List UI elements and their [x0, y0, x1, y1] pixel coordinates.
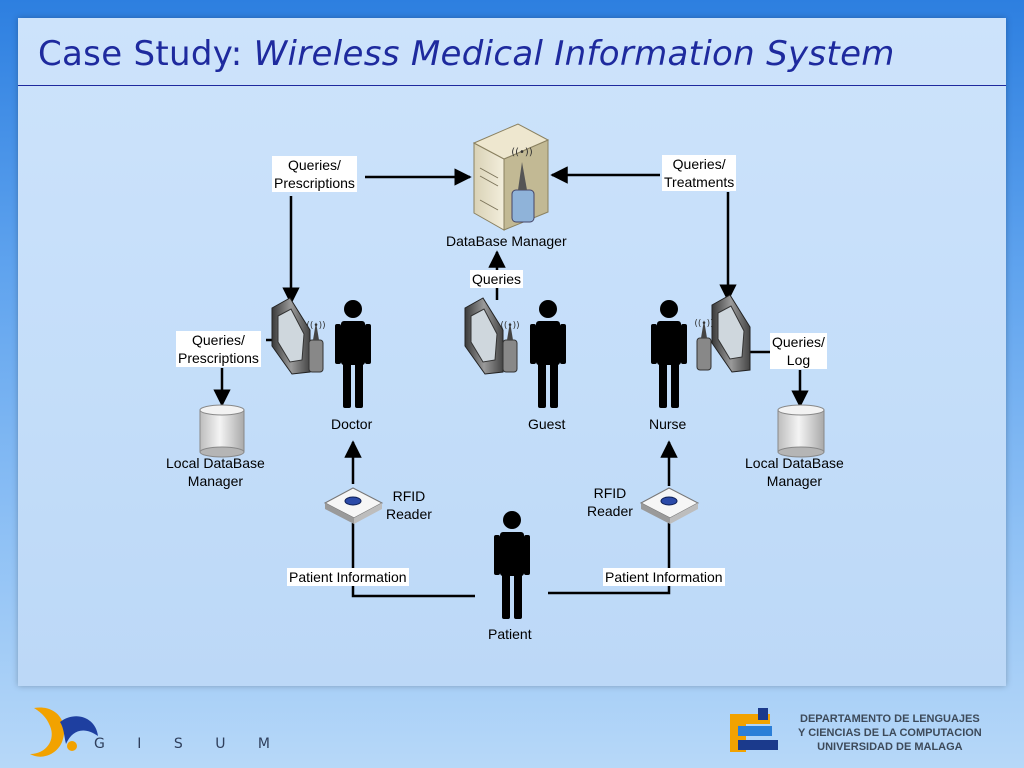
arrows [213, 166, 809, 598]
pda-doctor-icon: ((•)) [271, 297, 326, 375]
svg-text:((•)): ((•)) [500, 321, 519, 331]
nurse-label: Nurse [649, 416, 687, 432]
department-line3: UNIVERSIDAD DE MALAGA [817, 741, 963, 753]
patient-info-left-label: Patient Information [287, 568, 409, 586]
rfid-right-line1: RFID [593, 485, 627, 501]
local-db-left-line1: Local DataBase [166, 455, 265, 471]
patient-person-icon [494, 511, 530, 619]
left-top-label-line2: Prescriptions [274, 175, 355, 191]
doctor-person-icon [335, 300, 371, 408]
rfid-right-label: RFID Reader [587, 484, 633, 520]
right-side-label-line2: Log [786, 352, 811, 368]
database-cylinder-left-icon [199, 404, 245, 458]
department-text: DEPARTAMENTO DE LENGUAJES Y CIENCIAS DE … [798, 712, 982, 754]
left-top-label-line1: Queries/ [288, 157, 341, 173]
queries-label: Queries [470, 270, 524, 288]
patient-label: Patient [488, 626, 532, 642]
title-prefix: Case Study: [38, 34, 254, 74]
rfid-left-line1: RFID [392, 488, 426, 504]
gisum-logo-text: G I S U M [94, 736, 284, 752]
right-side-label-line1: Queries/ [772, 334, 825, 350]
gisum-logo-icon [30, 707, 98, 757]
slide-title: Case Study: Wireless Medical Information… [38, 34, 895, 74]
nurse-person-icon [651, 300, 687, 408]
title-italic: Wireless Medical Information System [253, 34, 895, 74]
left-side-label: Queries/ Prescriptions [176, 331, 261, 367]
department-line1: DEPARTAMENTO DE LENGUAJES [800, 713, 980, 725]
rfid-left-line2: Reader [386, 506, 432, 522]
guest-person-icon [530, 300, 566, 408]
patient-info-right-label: Patient Information [603, 568, 725, 586]
pda-guest-icon: ((•)) [464, 297, 520, 375]
svg-text:((•)): ((•)) [694, 319, 713, 329]
right-side-label: Queries/ Log [770, 333, 827, 369]
left-top-label: Queries/ Prescriptions [272, 156, 357, 192]
title-divider [18, 85, 1006, 86]
local-db-left-label: Local DataBase Manager [166, 454, 265, 490]
left-side-label-line2: Prescriptions [178, 350, 259, 366]
left-side-label-line1: Queries/ [192, 332, 245, 348]
local-db-left-line2: Manager [187, 473, 244, 489]
line-patient-right [548, 523, 671, 595]
department-line2: Y CIENCIAS DE LA COMPUTACION [798, 727, 982, 739]
right-top-label-line1: Queries/ [672, 156, 726, 172]
right-top-label-line2: Treatments [664, 174, 735, 190]
server-label: DataBase Manager [446, 233, 567, 249]
database-cylinder-right-icon [777, 404, 825, 458]
local-db-right-label: Local DataBase Manager [745, 454, 844, 490]
svg-text:((•)): ((•)) [306, 321, 325, 331]
guest-label: Guest [528, 416, 566, 432]
doctor-label: Doctor [331, 416, 373, 432]
rfid-reader-right-icon [639, 487, 700, 524]
local-db-right-line2: Manager [766, 473, 823, 489]
local-db-right-line1: Local DataBase [745, 455, 844, 471]
rfid-left-label: RFID Reader [386, 487, 432, 523]
right-top-label: Queries/ Treatments [662, 155, 737, 191]
line-patient-left [351, 523, 475, 598]
pda-nurse-icon: ((•)) [694, 294, 751, 373]
rfid-reader-left-icon [323, 487, 384, 524]
server-icon: ((•)) [472, 123, 550, 231]
svg-text:((•)): ((•)) [511, 147, 533, 158]
department-logo-icon [730, 708, 778, 752]
rfid-right-line2: Reader [587, 503, 633, 519]
